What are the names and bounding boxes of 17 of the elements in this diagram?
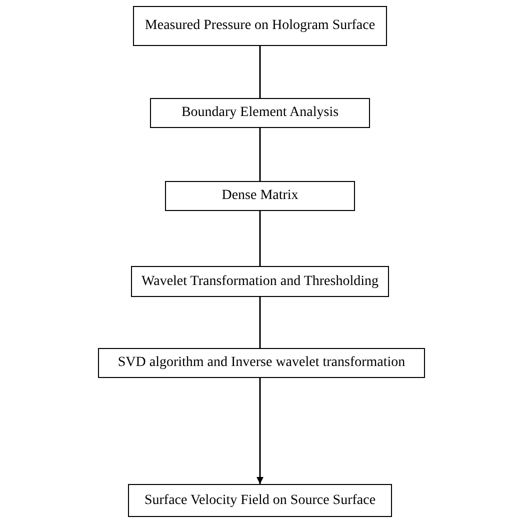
process-box (131, 266, 389, 297)
box-label: Boundary Element Analysis (181, 105, 339, 121)
box-label: Dense Matrix (222, 188, 298, 204)
connector-line (259, 128, 261, 181)
process-box (128, 484, 392, 517)
connector-line (256, 378, 264, 484)
connector-line (259, 297, 261, 348)
process-box (133, 6, 387, 46)
process-box (98, 348, 425, 378)
process-box (165, 181, 355, 211)
box-label: Surface Velocity Field on Source Surface (144, 492, 376, 508)
box-label: Measured Pressure on Hologram Surface (144, 18, 376, 34)
box-label: SVD algorithm and Inverse wavelet transformation (118, 355, 406, 371)
process-box (150, 98, 370, 128)
connector-line (259, 46, 261, 98)
connector-line (259, 211, 261, 266)
box-label: Wavelet Transformation and Thresholding (142, 274, 378, 290)
